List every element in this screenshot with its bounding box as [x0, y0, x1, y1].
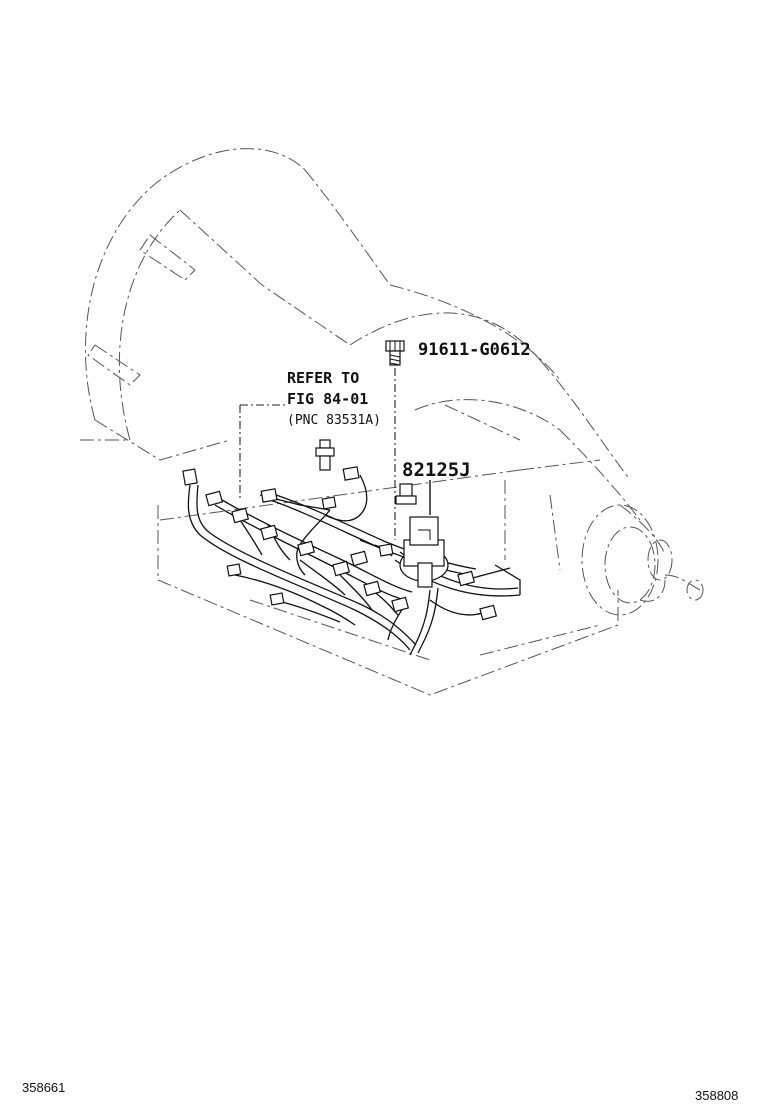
connector-icon — [332, 560, 351, 577]
bolt-icon — [385, 340, 405, 366]
connector-icon — [297, 540, 316, 557]
connector-icon — [231, 507, 250, 524]
connector-icon — [395, 495, 417, 505]
connector-icon — [391, 596, 410, 613]
connector-icon — [479, 604, 498, 621]
connector-icon — [342, 466, 360, 481]
speed-sensor-icon — [399, 480, 449, 588]
connector-icon-group — [182, 466, 498, 621]
connector-icon — [260, 524, 279, 541]
connector-icon — [260, 488, 278, 503]
connector-icon — [350, 550, 369, 567]
transmission-outline — [80, 148, 641, 696]
image-id-left: 358661 — [22, 1080, 66, 1095]
output-shaft — [581, 504, 704, 616]
connector-icon — [269, 592, 285, 606]
connector-icon — [182, 468, 198, 486]
connector-icon — [363, 580, 382, 597]
clip-icon — [315, 439, 335, 471]
connector-icon — [378, 543, 394, 557]
figure-reference: FIG 84-01 — [287, 390, 369, 408]
connector-icon — [226, 563, 242, 577]
bolt-part-number: 91611-G0612 — [418, 340, 531, 360]
sensor-part-number: 82125J — [402, 459, 471, 481]
pnc-reference: (PNC 83531A) — [287, 413, 381, 428]
connector-icon — [205, 490, 224, 507]
refer-to-line: REFER TO — [287, 369, 360, 387]
connector-icon — [399, 483, 413, 497]
connector-icon — [321, 496, 337, 510]
image-id-right: 358808 — [695, 1088, 739, 1103]
connector-icon — [457, 570, 476, 587]
